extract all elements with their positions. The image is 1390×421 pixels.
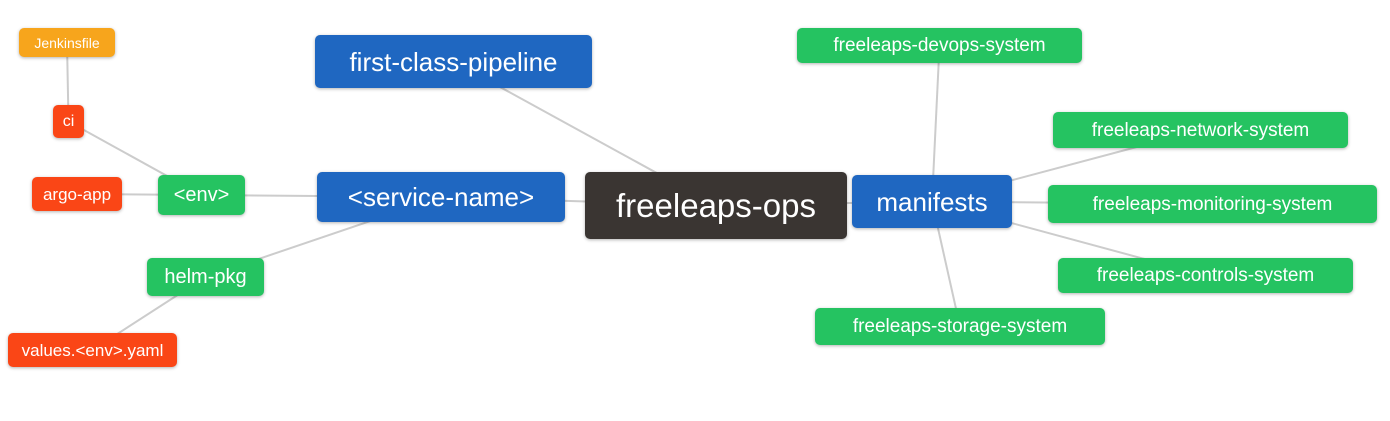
- node-label: values.<env>.yaml: [21, 340, 164, 360]
- node-freeleaps-monitoring-system[interactable]: freeleaps-monitoring-system: [1048, 185, 1377, 223]
- node-ci[interactable]: ci: [53, 105, 84, 138]
- node-service-name[interactable]: <service-name>: [317, 172, 565, 222]
- node-freeleaps-controls-system[interactable]: freeleaps-controls-system: [1058, 258, 1353, 293]
- node-label: Jenkinsfile: [34, 34, 100, 51]
- node-freeleaps-network-system[interactable]: freeleaps-network-system: [1053, 112, 1348, 148]
- node-label: argo-app: [42, 184, 112, 204]
- node-freeleaps-storage-system[interactable]: freeleaps-storage-system: [815, 308, 1105, 345]
- node-helm-pkg[interactable]: helm-pkg: [147, 258, 264, 296]
- node-label: freeleaps-ops: [616, 187, 816, 224]
- node-env[interactable]: <env>: [158, 175, 245, 215]
- node-label: manifests: [876, 186, 988, 217]
- node-label: ci: [62, 112, 75, 130]
- node-label: freeleaps-monitoring-system: [1092, 193, 1333, 215]
- node-label: <service-name>: [347, 182, 535, 212]
- node-label: helm-pkg: [164, 266, 247, 288]
- node-argo-app[interactable]: argo-app: [32, 177, 122, 211]
- node-label: <env>: [173, 184, 230, 206]
- node-label: first-class-pipeline: [349, 46, 558, 77]
- node-manifests[interactable]: manifests: [852, 175, 1012, 228]
- node-label: freeleaps-devops-system: [833, 35, 1046, 56]
- node-label: freeleaps-storage-system: [852, 316, 1068, 337]
- node-label: freeleaps-controls-system: [1096, 265, 1315, 286]
- node-label: freeleaps-network-system: [1091, 119, 1310, 141]
- node-values-env-yaml[interactable]: values.<env>.yaml: [8, 333, 177, 367]
- node-jenkinsfile[interactable]: Jenkinsfile: [19, 28, 115, 57]
- node-freeleaps-devops-system[interactable]: freeleaps-devops-system: [797, 28, 1082, 63]
- node-freeleaps-ops[interactable]: freeleaps-ops: [585, 172, 847, 239]
- node-first-class-pipeline[interactable]: first-class-pipeline: [315, 35, 592, 88]
